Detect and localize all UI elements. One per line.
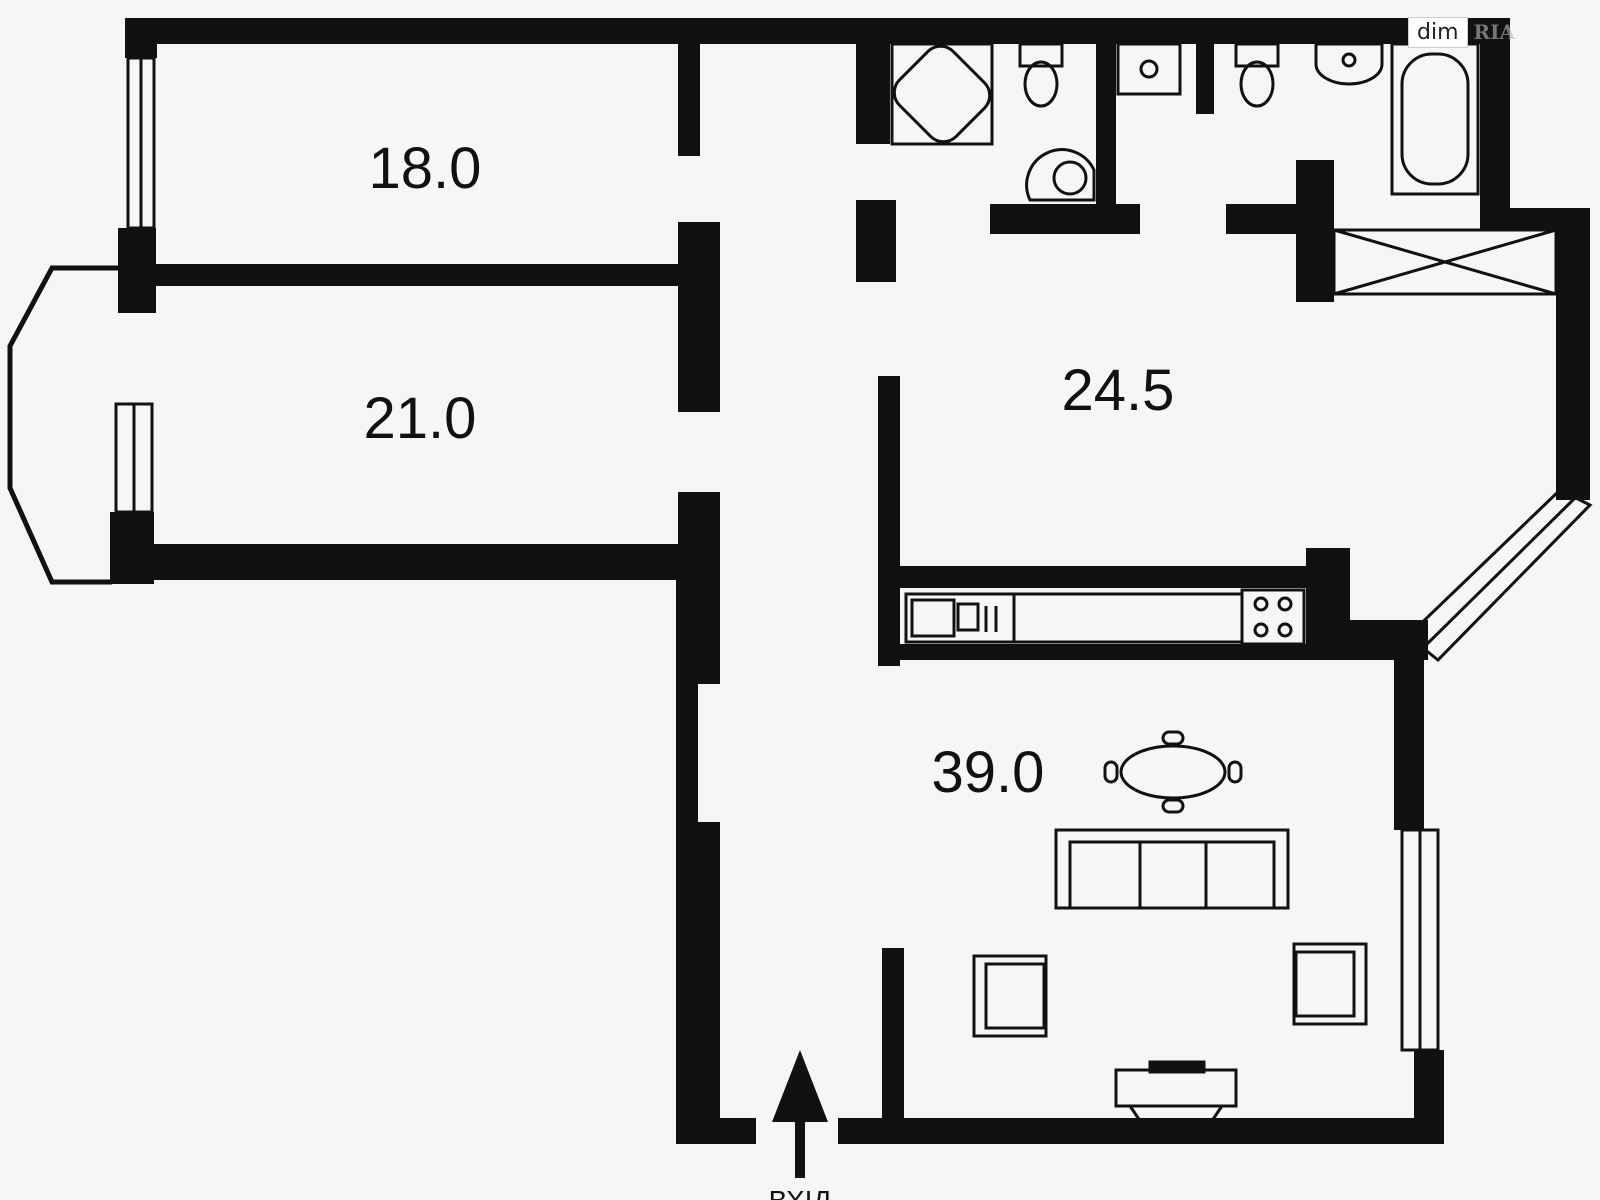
wall-bedroom21-bottom [110, 544, 720, 580]
dining-table [1103, 730, 1243, 814]
washer [1116, 42, 1182, 96]
entrance-label: ВХІД [769, 1185, 832, 1200]
watermark-ria: RIA [1473, 20, 1516, 44]
tv-stand [1114, 1060, 1238, 1129]
wall-bath1-left [856, 44, 890, 144]
wall-kitchen-bottom [878, 644, 1408, 660]
toilet-1 [1018, 42, 1064, 108]
wall-room245-left [878, 376, 900, 666]
armchair-right [1292, 942, 1368, 1026]
wall-right-outer [1556, 208, 1590, 500]
armchair-left [972, 954, 1048, 1038]
wall-bedroom-divider-end [678, 222, 720, 412]
area-label-39: 39.0 [932, 740, 1045, 805]
wall-bath1-bottom [990, 204, 1140, 234]
bathtub-right [1390, 42, 1480, 196]
wall-hall-left-thick [676, 822, 720, 1140]
watermark-dim: dim [1408, 16, 1468, 48]
wall-bath-divider [1096, 44, 1116, 206]
windows [114, 56, 1593, 1052]
entrance-arrow [772, 1050, 828, 1178]
wall-bath-divider2 [1196, 44, 1214, 114]
wall-left-mid [118, 228, 156, 313]
kitchen-counter [904, 588, 1306, 646]
wall-left-lower [110, 512, 154, 584]
toilet-2 [1234, 42, 1280, 108]
bay-window-right [1405, 488, 1593, 663]
balcony-top-right [1332, 228, 1558, 296]
sink-2 [1314, 42, 1384, 86]
wall-bottom-right [838, 1118, 1418, 1144]
wall-bath2-bottom [1226, 204, 1334, 234]
walls [110, 18, 1590, 1144]
wall-top-left-room-right [678, 44, 700, 156]
wall-living-right-low [1414, 1050, 1444, 1144]
area-label-18: 18.0 [369, 136, 482, 201]
wall-left-top [125, 18, 157, 58]
wall-bedroom-divider [150, 264, 680, 286]
wall-bath1-bottom-left [856, 200, 896, 282]
wall-bottom-left [676, 1118, 756, 1144]
balcony-left-bay [7, 265, 120, 585]
sofa [1054, 828, 1290, 910]
watermark: dim RIA [1408, 12, 1558, 52]
wall-living-internal [882, 948, 904, 1138]
wall-right-top [1480, 18, 1510, 218]
area-label-21: 21.0 [364, 386, 477, 451]
bathtub-left [890, 42, 994, 146]
wall-top [125, 18, 1510, 44]
wall-kitchen-top [900, 566, 1312, 588]
fixtures [890, 42, 1480, 1129]
wall-living-right [1394, 640, 1424, 830]
sink-1 [1025, 148, 1096, 202]
area-label-245: 24.5 [1062, 358, 1175, 423]
